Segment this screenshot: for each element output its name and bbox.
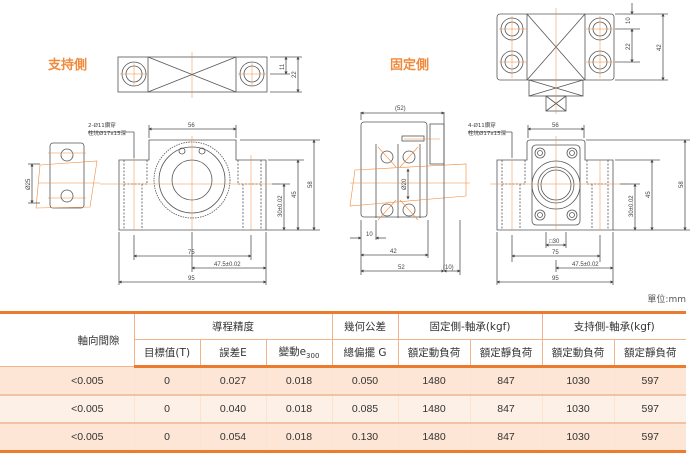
- fixed-dim-52: 52: [398, 265, 405, 271]
- unit-label: 單位:mm: [647, 295, 686, 305]
- fixed-dim-10: 10: [366, 232, 373, 238]
- support-center-height: 30±0.02: [278, 195, 284, 217]
- support-top-dim-22: 22: [292, 71, 298, 78]
- cell: 0.040: [200, 395, 267, 424]
- support-hole-pitch: 75: [188, 250, 195, 256]
- header-fixed-dynamic: 額定動負荷: [398, 339, 471, 368]
- cell: 1480: [398, 423, 471, 452]
- fixed-hole-note-2: 柱坑Ø17x15深: [468, 129, 507, 137]
- header-lead-accuracy: 導程精度: [134, 312, 333, 340]
- header-target: 目標值(T): [134, 339, 201, 368]
- header-variation: 變動e300: [266, 339, 333, 368]
- fixed-width-top: 56: [552, 123, 559, 129]
- fixed-section-view: [349, 111, 470, 275]
- cell: <0.005: [0, 423, 135, 452]
- fixed-square: □30: [549, 239, 560, 245]
- support-hole-note-2: 柱坑Ø17x15深: [88, 129, 127, 137]
- header-runout: 總偏擺 G: [332, 339, 399, 368]
- support-height-mid: 45: [292, 191, 298, 198]
- fixed-center-height: 30±0.02: [629, 195, 635, 217]
- support-bearing-section: [28, 142, 100, 209]
- fixed-top-view: [496, 3, 668, 114]
- fixed-hole-note-1: 4-Ø11鑽穿: [468, 121, 496, 129]
- header-support-static: 額定靜負荷: [614, 339, 686, 368]
- cell: 597: [614, 423, 686, 452]
- header-error: 誤差E: [200, 339, 267, 368]
- fixed-top-dim-10: 10: [626, 17, 632, 24]
- cell: 0.130: [332, 423, 399, 452]
- cell: <0.005: [0, 366, 135, 396]
- fixed-hole-pitch: 75: [552, 250, 559, 256]
- cell: 1480: [398, 366, 471, 396]
- header-variation-label: 變動e: [278, 346, 307, 359]
- cell: 847: [470, 366, 543, 396]
- cell: 0.085: [332, 395, 399, 424]
- spec-table: 軸向間隙 導程精度 幾何公差 固定側-軸承(kgf) 支持側-軸承(kgf) 目…: [0, 311, 686, 453]
- header-geometric-tolerance: 幾何公差: [332, 312, 399, 340]
- fixed-total-width: 95: [552, 276, 559, 282]
- cell: 0.050: [332, 366, 399, 396]
- fixed-top-dim-22: 22: [626, 43, 632, 50]
- header-support-bearing: 支持側-軸承(kgf): [542, 312, 686, 340]
- cell: 0: [134, 395, 201, 424]
- fixed-front-view: [468, 125, 690, 285]
- fixed-height-total: 58: [679, 181, 685, 188]
- cell: 1030: [542, 366, 615, 396]
- cell: 0: [134, 366, 201, 396]
- fixed-dim-10p: (10): [443, 265, 454, 271]
- cell: 847: [470, 395, 543, 424]
- cell: 597: [614, 366, 686, 396]
- cell: 597: [614, 395, 686, 424]
- header-variation-sub: 300: [306, 352, 320, 361]
- cell: 1480: [398, 395, 471, 424]
- support-hole-note-1: 2-Ø11鑽穿: [88, 121, 116, 129]
- cell: 0.018: [266, 423, 333, 452]
- support-shaft-dia: Ø25: [26, 178, 32, 190]
- cell: <0.005: [0, 395, 135, 424]
- fixed-half-width: 47.5±0.02: [572, 262, 599, 268]
- fixed-top-dim-42: 42: [657, 44, 663, 51]
- fixed-dim-42: 42: [390, 249, 397, 255]
- header-fixed-bearing: 固定側-軸承(kgf): [398, 312, 543, 340]
- support-width-top: 56: [188, 123, 195, 129]
- support-top-view: [117, 52, 302, 98]
- header-fixed-static: 額定靜負荷: [470, 339, 543, 368]
- support-side-label: 支持側: [47, 57, 87, 73]
- cell: 847: [470, 423, 543, 452]
- header-axial-clearance: 軸向間隙: [0, 312, 135, 367]
- cell: 0.018: [266, 395, 333, 424]
- cell: 1030: [542, 395, 615, 424]
- cell: 0: [134, 423, 201, 452]
- technical-drawing: 支持側 固定側 11 22 2-Ø11鑽穿 柱坑Ø17x15深 Ø25 56 3…: [26, 3, 690, 285]
- support-height-total: 58: [308, 181, 314, 188]
- cell: 1030: [542, 423, 615, 452]
- support-top-dim-11: 11: [280, 63, 286, 70]
- cell: 0.054: [200, 423, 267, 452]
- header-support-dynamic: 額定動負荷: [542, 339, 615, 368]
- fixed-side-label: 固定側: [390, 57, 429, 73]
- support-front-view: [88, 125, 320, 285]
- support-half-width: 47.5±0.02: [214, 262, 241, 268]
- fixed-shaft-dia: Ø20: [402, 178, 408, 190]
- support-total-width: 95: [188, 276, 195, 282]
- cell: 0.018: [266, 366, 333, 396]
- fixed-height-mid: 45: [646, 191, 652, 198]
- cell: 0.027: [200, 366, 267, 396]
- fixed-side-length: (52): [395, 106, 406, 112]
